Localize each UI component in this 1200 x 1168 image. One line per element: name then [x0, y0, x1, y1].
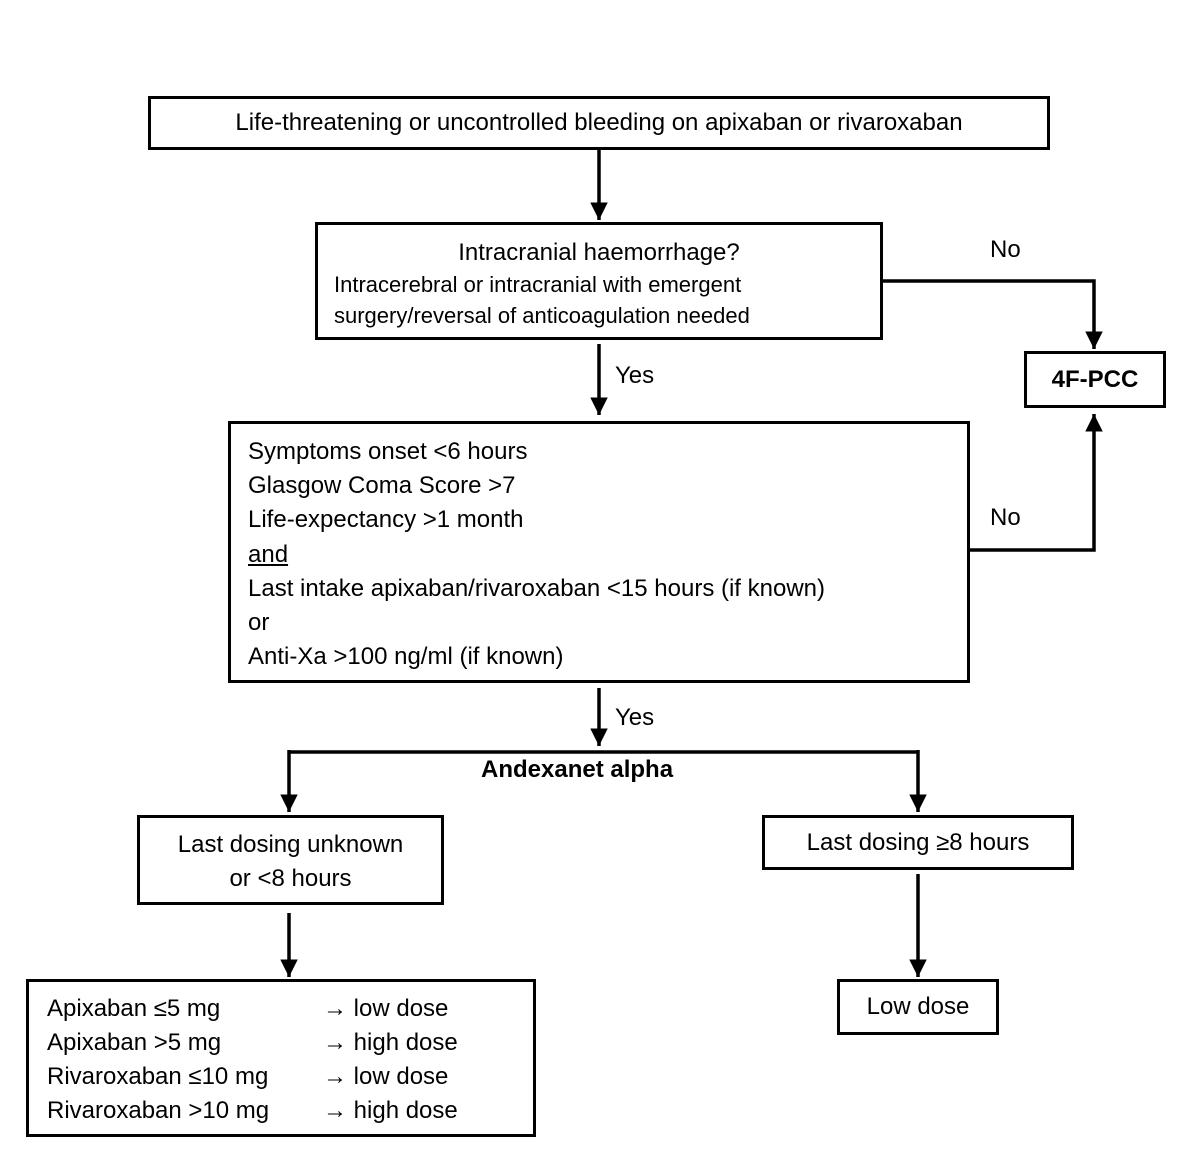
- branch-right-label: Last dosing ≥8 hours: [806, 829, 1030, 856]
- dosing-drug: Rivaroxaban ≤10 mg: [47, 1063, 269, 1090]
- dosing-row: Rivaroxaban >10 mg → high dose: [47, 1094, 533, 1128]
- criteria-connector-and: and: [248, 540, 289, 568]
- dosing-row: Apixaban ≤5 mg → low dose: [47, 992, 533, 1026]
- start-text: Life-threatening or uncontrolled bleedin…: [235, 109, 963, 136]
- pcc-label: 4F-PCC: [1051, 366, 1139, 393]
- dosing-drug: Apixaban >5 mg: [47, 1029, 222, 1056]
- low-dose-label: Low dose: [866, 993, 970, 1020]
- criteria-line: Last intake apixaban/rivaroxaban <15 hou…: [248, 574, 826, 602]
- dosing-drug: Rivaroxaban >10 mg: [47, 1097, 270, 1124]
- criteria-line: Anti-Xa >100 ng/ml (if known): [248, 643, 564, 671]
- ich-detail-line-2: surgery/reversal of anticoagulation need…: [334, 303, 750, 328]
- dosing-result: → low dose: [323, 1063, 449, 1090]
- branch-left-line-2: or <8 hours: [229, 865, 352, 892]
- criteria-box: Symptoms onset <6 hours Glasgow Coma Sco…: [228, 421, 970, 683]
- ich-decision-box: Intracranial haemorrhage? Intracerebral …: [315, 222, 883, 340]
- criteria-line: Symptoms onset <6 hours: [248, 438, 528, 465]
- dosing-result: → high dose: [323, 1029, 458, 1056]
- criteria-connector-or: or: [248, 609, 270, 637]
- andexanet-label: Andexanet alpha: [481, 756, 674, 783]
- edge-label-yes-ich: Yes: [615, 362, 655, 389]
- arrow-ich-no-to-pcc: [883, 279, 1103, 349]
- edge-label-no-criteria: No: [990, 504, 1021, 531]
- low-dose-box: Low dose: [837, 979, 999, 1035]
- criteria-line: Glasgow Coma Score >7: [248, 472, 516, 500]
- arrow-criteria-no-to-pcc: [970, 414, 1103, 552]
- branch-left-line-1: Last dosing unknown: [177, 831, 404, 858]
- dosing-row: Apixaban >5 mg → high dose: [47, 1026, 533, 1060]
- dosing-table-box: Apixaban ≤5 mg → low dose Apixaban >5 mg…: [26, 979, 536, 1137]
- dosing-row: Rivaroxaban ≤10 mg → low dose: [47, 1060, 533, 1094]
- ich-detail-line-1: Intracerebral or intracranial with emerg…: [334, 272, 742, 297]
- start-box: Life-threatening or uncontrolled bleedin…: [148, 96, 1050, 150]
- ich-question: Intracranial haemorrhage?: [458, 239, 740, 266]
- branch-left-box: Last dosing unknown or <8 hours: [137, 815, 444, 905]
- edge-label-yes-criteria: Yes: [615, 704, 655, 731]
- dosing-result: → low dose: [323, 995, 449, 1022]
- pcc-box: 4F-PCC: [1024, 351, 1166, 408]
- dosing-drug: Apixaban ≤5 mg: [47, 995, 221, 1022]
- edge-label-no-ich: No: [990, 236, 1021, 263]
- criteria-line: Life-expectancy >1 month: [248, 506, 524, 534]
- branch-right-box: Last dosing ≥8 hours: [762, 815, 1074, 870]
- dosing-result: → high dose: [323, 1097, 458, 1124]
